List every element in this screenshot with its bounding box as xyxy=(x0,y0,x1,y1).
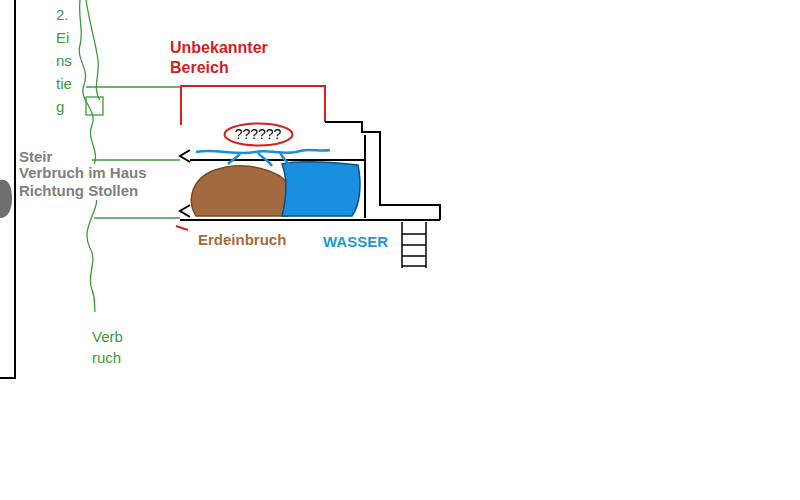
level-line xyxy=(92,159,180,160)
ladder xyxy=(402,222,426,268)
chamber-ceiling xyxy=(190,159,365,161)
water-seep xyxy=(196,150,330,153)
unknown-ellipse: ?????? xyxy=(223,122,294,147)
inner-wall xyxy=(364,135,366,218)
water-seep xyxy=(228,152,290,166)
wall-line xyxy=(0,0,15,378)
collapse-label: Verb ruch xyxy=(92,326,123,368)
question-marks: ?????? xyxy=(235,126,282,143)
level-line xyxy=(86,86,180,87)
level-line xyxy=(94,217,180,218)
hatch-square xyxy=(86,97,103,115)
opening-mark xyxy=(180,150,190,162)
chamber-floor xyxy=(180,219,440,221)
earth-collapse xyxy=(191,166,290,216)
water-body xyxy=(282,162,360,216)
rock-blob xyxy=(0,180,12,218)
entry-label: 2. Ei ns tie g xyxy=(56,3,72,118)
rubble-label: Verbruch im Haus Richtung Stollen xyxy=(19,164,169,200)
area-label: Unbekannter Bereich xyxy=(170,38,268,78)
shaft-line xyxy=(86,0,100,100)
water-label: WASSER xyxy=(323,233,388,251)
red-tick xyxy=(176,226,188,230)
earth-label: Erdeinbruch xyxy=(198,231,286,249)
unknown-bracket xyxy=(181,86,325,125)
opening-mark xyxy=(180,205,190,217)
ellipse-outline xyxy=(224,123,292,145)
shaft-line xyxy=(79,0,97,312)
